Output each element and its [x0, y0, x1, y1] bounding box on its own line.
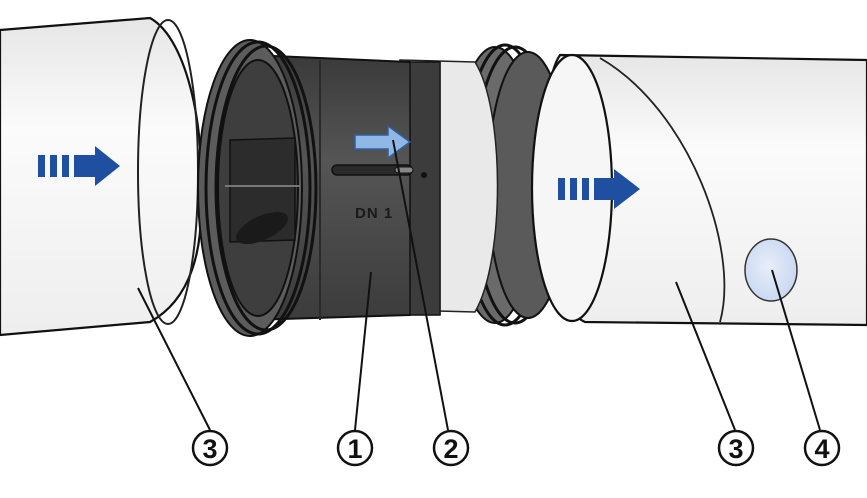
- inspection-window: [744, 238, 798, 302]
- callout-label: 1: [347, 434, 362, 464]
- duct-left: [0, 16, 203, 337]
- damper-unit: DN 1: [197, 39, 569, 337]
- callout-flow-arrow: 2: [432, 429, 470, 467]
- callout-duct-right: 3: [717, 429, 755, 467]
- damper-marking: DN 1: [355, 205, 393, 222]
- flow-direction-arrow-right: [558, 169, 640, 209]
- callout-duct-left: 3: [191, 429, 229, 467]
- callout-inspection-window: 4: [803, 429, 841, 467]
- callout-label: 2: [443, 434, 458, 464]
- callout-damper: 1: [336, 429, 374, 467]
- damper-flow-arrow: [354, 124, 412, 160]
- callout-label: 3: [202, 434, 217, 464]
- callout-label: 4: [814, 434, 829, 464]
- flow-direction-arrow-left: [38, 146, 120, 186]
- leader-lines: [137, 139, 821, 431]
- duct-right: [530, 53, 867, 327]
- callout-label: 3: [728, 434, 743, 464]
